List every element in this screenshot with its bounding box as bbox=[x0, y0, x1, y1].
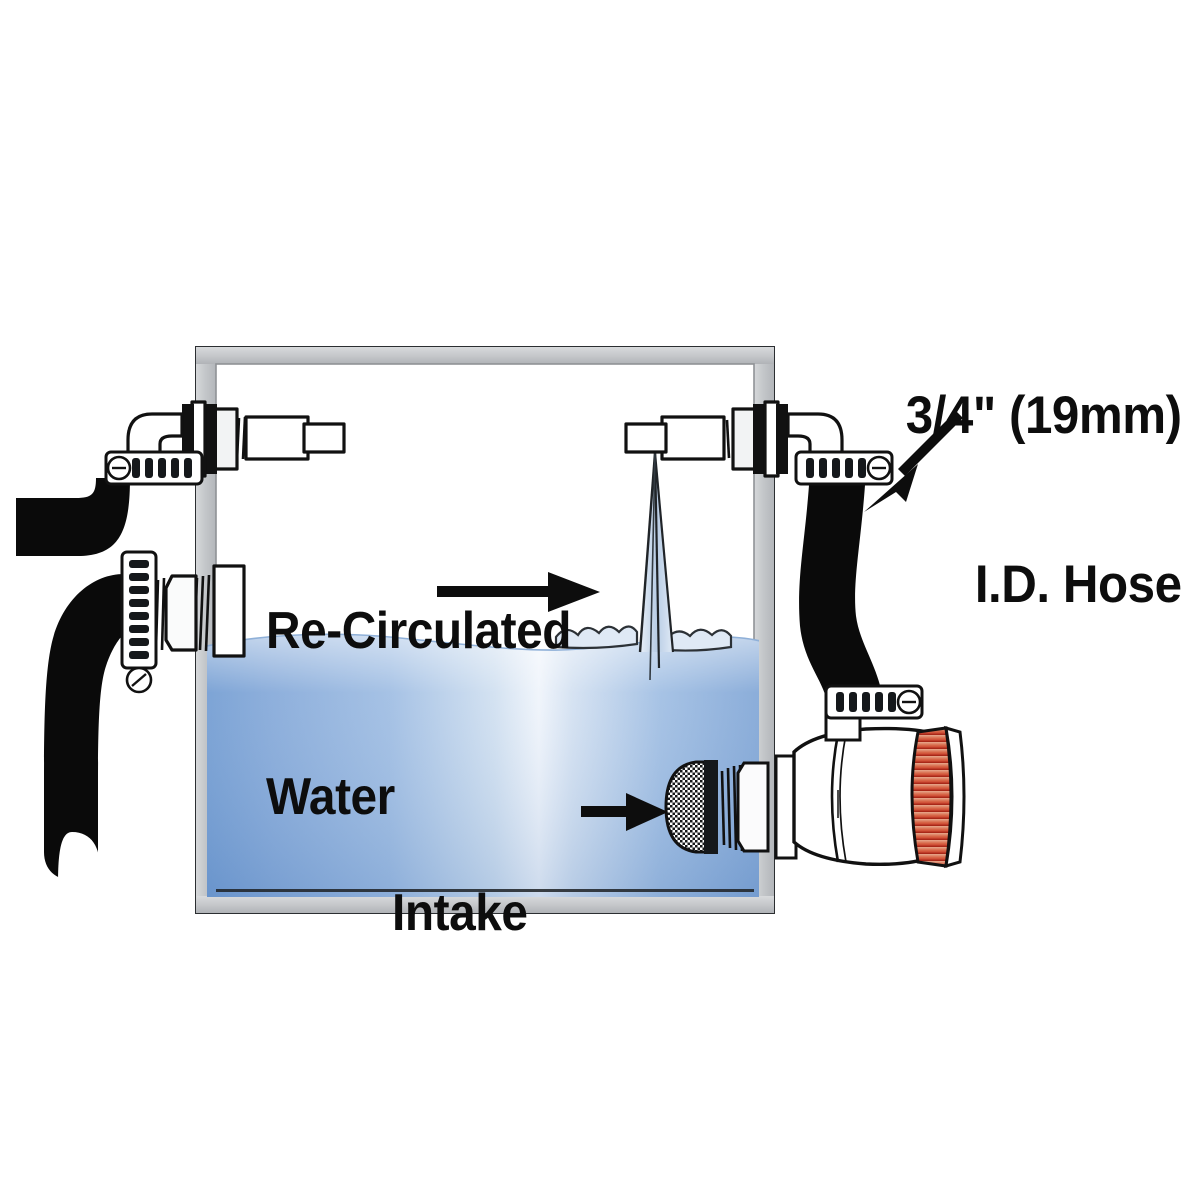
clamp-screw-slot bbox=[131, 673, 147, 687]
hose-left-lower-path bbox=[44, 574, 124, 880]
callout-arrow bbox=[864, 411, 963, 512]
washer-outer-right bbox=[776, 404, 788, 474]
intake-label: Intake bbox=[392, 776, 528, 1052]
barb-tip-right bbox=[624, 422, 668, 454]
barb-body-left bbox=[244, 415, 310, 461]
spray-edge-left bbox=[638, 452, 657, 653]
left-upper-hose bbox=[16, 478, 130, 556]
hose-spec-line-2: I.D. Hose bbox=[975, 554, 1182, 614]
clamp-slots bbox=[132, 458, 192, 478]
hex-nut-mid bbox=[164, 574, 198, 652]
water-body bbox=[207, 625, 759, 897]
recirc-arrow-head bbox=[548, 572, 600, 612]
hose-clamp-right-lower bbox=[824, 684, 924, 720]
intake-strainer bbox=[664, 754, 798, 860]
nut-left bbox=[213, 407, 239, 471]
clamp-band bbox=[120, 550, 158, 670]
spray-edge-right bbox=[653, 452, 675, 653]
hose-spec-line-1: 3/4" (19mm) bbox=[906, 386, 1182, 446]
hose-clamp-mid-left bbox=[120, 550, 158, 694]
hose-clamp-right-upper bbox=[794, 450, 894, 486]
spray-jet bbox=[638, 452, 675, 681]
recirculated-water-label: Re-Circulated Water bbox=[266, 494, 572, 935]
intake-arrow-shaft bbox=[581, 806, 633, 817]
hose-left-lower-notch bbox=[58, 832, 100, 884]
callout-arrow-shaft bbox=[898, 411, 963, 476]
right-hose bbox=[799, 470, 884, 706]
left-lower-hose bbox=[44, 574, 124, 884]
pump-impeller bbox=[910, 726, 953, 868]
intake-arrow-head bbox=[626, 793, 668, 831]
hose-spec-label: 3/4" (19mm) I.D. Hose bbox=[906, 276, 1182, 725]
strainer-band bbox=[704, 760, 718, 854]
washer-inner-right bbox=[753, 404, 766, 474]
intake-arrow bbox=[581, 793, 668, 831]
pump-housing bbox=[792, 704, 966, 869]
recirc-arrow-shaft bbox=[437, 586, 555, 597]
tank-rail-bottom bbox=[196, 896, 774, 913]
recirculated-line-1: Re-Circulated bbox=[266, 602, 572, 661]
hose-left-upper-path bbox=[16, 478, 130, 556]
washer-outer-left bbox=[204, 404, 217, 474]
barb-body-right bbox=[660, 415, 726, 461]
nut-right bbox=[731, 407, 757, 471]
pump-seam-1 bbox=[830, 733, 840, 863]
flange-plate-mid bbox=[212, 564, 246, 658]
barb-tip-left bbox=[302, 422, 346, 454]
recirculated-line-2: Water bbox=[266, 767, 395, 826]
water-shade bbox=[207, 634, 759, 897]
clamp-slots bbox=[806, 458, 866, 478]
strainer-mesh bbox=[664, 760, 714, 854]
clamp-slots bbox=[129, 560, 149, 659]
intake-line-1: Intake bbox=[392, 884, 528, 943]
strainer-nut bbox=[736, 761, 770, 853]
pump-end-cap bbox=[944, 725, 966, 869]
water-bottom-line bbox=[216, 889, 754, 892]
tank-rail-top bbox=[196, 347, 774, 364]
hose-clamp-top-left bbox=[104, 450, 204, 486]
callout-arrow-head bbox=[864, 464, 918, 512]
water-foam bbox=[554, 625, 733, 652]
recirc-arrow bbox=[437, 572, 600, 612]
strainer-outer-flange bbox=[774, 754, 798, 860]
hose-right-path bbox=[799, 470, 884, 706]
spray-streak-inner bbox=[649, 452, 656, 681]
clamp-slots bbox=[836, 692, 896, 712]
spray-streak-center bbox=[653, 452, 661, 669]
pump-seam-2 bbox=[839, 733, 847, 863]
